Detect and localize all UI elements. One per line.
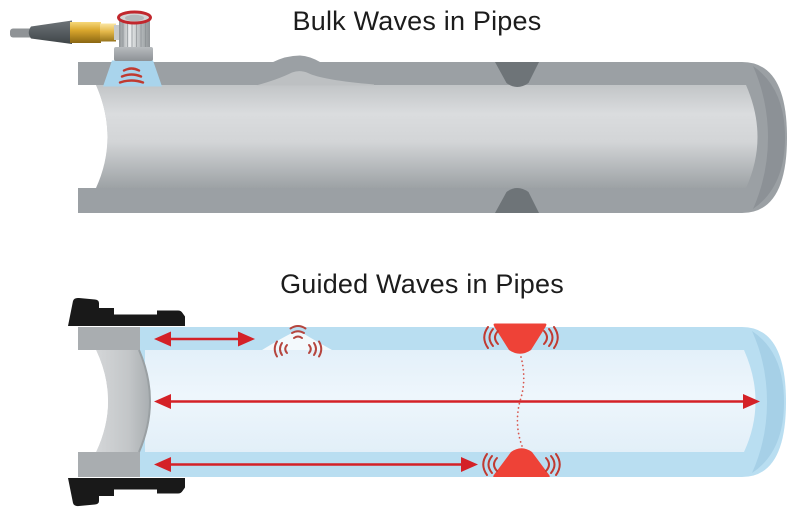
center-wave-arrow <box>154 394 760 409</box>
cable-strain-relief <box>28 20 72 44</box>
echo-arc <box>550 455 556 474</box>
pipe-end-inner-rim <box>138 349 151 453</box>
echo-arc <box>308 344 312 354</box>
guided-waves-figure <box>68 297 786 507</box>
corrosion-defect-surface-bump <box>272 55 321 63</box>
top-wall-wave-arrow <box>154 331 255 347</box>
corrosion-defect-mound <box>256 71 374 86</box>
weld-highlight-bottom <box>493 448 550 477</box>
echo-arc <box>553 326 559 349</box>
echo-arc <box>313 342 317 356</box>
bulk-waves-title: Bulk Waves in Pipes <box>292 6 542 36</box>
pipe-end-wall-bottom <box>78 452 140 477</box>
ultrasonic-beam <box>103 60 162 87</box>
connector-barrel <box>70 22 101 43</box>
echo-arc <box>483 326 489 349</box>
arrow-head-right <box>461 457 478 472</box>
beam-wavefront <box>120 73 143 78</box>
arrow-head-left <box>154 331 171 347</box>
collar-bottom <box>68 478 185 507</box>
echo-arc <box>279 342 283 356</box>
echo-arc <box>548 328 554 347</box>
echo-arc <box>289 325 307 330</box>
bottom-wall-wave-arrow <box>154 457 478 472</box>
echo-arc <box>291 330 305 334</box>
pipe-end-inner-surface <box>96 350 150 452</box>
defect-reflection <box>273 325 323 358</box>
echo-arc <box>494 330 499 345</box>
echo-arc <box>543 330 548 345</box>
beam-wavefront <box>122 67 141 72</box>
beam-wavefront <box>118 79 145 84</box>
arrow-head-right <box>743 394 760 409</box>
defect-echo-top <box>289 325 307 339</box>
guided-wave-arrows <box>154 331 760 472</box>
transducer-cable <box>10 28 33 38</box>
guided-pipe-end-cap <box>752 331 784 473</box>
connector-collar <box>100 23 116 42</box>
guided-pipe-open-end <box>74 350 108 452</box>
echo-arc <box>488 328 494 347</box>
bulk-waves-figure <box>10 10 787 213</box>
weld-cap-top <box>495 62 539 87</box>
weld-reflection <box>482 323 561 477</box>
defect-echo-left <box>273 340 288 358</box>
bulk-pipe <box>74 55 787 213</box>
guided-waves-title: Guided Waves in Pipes <box>280 269 564 299</box>
defect-echo-right <box>308 340 323 358</box>
pipe-inner-body <box>96 85 758 188</box>
angle-beam-transducer <box>10 10 153 61</box>
echo-arc <box>273 340 278 358</box>
echo-arc <box>545 457 550 472</box>
echo-arc <box>487 455 493 474</box>
weld-echo-arcs <box>482 326 561 476</box>
connector-nut <box>114 25 120 40</box>
weld-transmission-dotted-line <box>516 356 525 447</box>
probe-top-face-inner <box>125 14 144 22</box>
weld-cap-bottom <box>495 188 539 213</box>
echo-arc <box>493 457 498 472</box>
arrow-head-left <box>154 457 171 472</box>
guided-wave-ring-collar <box>68 297 185 507</box>
arrow-head-right <box>238 331 255 347</box>
weld-highlight-top <box>493 323 547 354</box>
arrow-head-left <box>154 394 171 409</box>
pipe-open-end <box>74 85 108 188</box>
echo-arc <box>293 335 303 339</box>
echo-arc <box>284 344 288 354</box>
wear-plate <box>114 47 153 61</box>
echo-arc <box>555 453 561 476</box>
echo-arc <box>318 340 323 358</box>
echo-arc <box>482 453 488 476</box>
collar-top <box>68 297 185 326</box>
pipe-end-wall-top <box>78 327 140 350</box>
beam-wavefronts <box>118 67 145 84</box>
pipe-end-cap <box>753 66 785 209</box>
